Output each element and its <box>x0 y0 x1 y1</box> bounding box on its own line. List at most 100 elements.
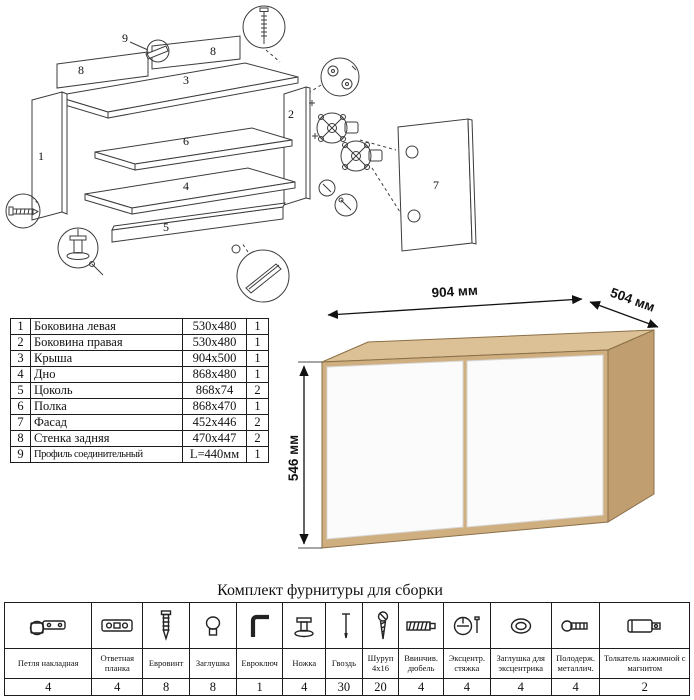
part-number: 8 <box>10 430 31 447</box>
label-part-8b: 8 <box>210 44 216 58</box>
cabinet-door-right <box>466 354 604 528</box>
part-qty: 1 <box>246 446 269 463</box>
hex-key-icon <box>250 614 269 637</box>
callout-hinge-1 <box>316 112 359 144</box>
hardware-name: Петля накладная <box>3 648 93 679</box>
panel-back-left <box>56 51 149 89</box>
cabinet-right-face <box>607 329 655 523</box>
push-latch-icon <box>627 618 661 633</box>
part-name: Стенка задняя <box>30 430 183 447</box>
part-number: 4 <box>10 366 31 383</box>
panel-door <box>397 118 477 252</box>
part-number: 2 <box>10 334 31 351</box>
label-part-2: 2 <box>288 107 294 121</box>
hardware-qty-row: 4 4 8 8 1 4 30 20 4 4 4 4 2 <box>3 678 690 696</box>
label-part-6: 6 <box>183 134 189 148</box>
part-name: Полка <box>30 398 183 415</box>
hardware-name: Гвоздь <box>325 648 363 679</box>
part-number: 3 <box>10 350 31 367</box>
panel-back-right <box>151 35 241 70</box>
callout-confirmat-left <box>5 193 41 229</box>
threaded-dowel-icon <box>406 620 436 631</box>
callout-screw-small-1 <box>318 179 336 197</box>
part-size: 530x480 <box>182 334 247 351</box>
callout-profile-detail <box>231 242 290 303</box>
dim-depth-label: 504 мм <box>608 285 657 315</box>
panel-right-side <box>283 86 311 206</box>
part-qty: 1 <box>246 350 269 367</box>
hardware-name: Ввинчив. дюбель <box>398 648 444 679</box>
callout-confirmat-top <box>242 5 286 63</box>
table-row: 6 Полка 868x470 1 <box>10 398 269 415</box>
hardware-name: Ответная планка <box>91 648 144 679</box>
screw-cap-icon <box>205 615 221 636</box>
hardware-icon-row <box>3 602 690 649</box>
screw-icon <box>377 610 388 639</box>
callout-screw-small-2 <box>334 193 358 217</box>
hardware-qty: 4 <box>3 678 93 696</box>
hardware-qty: 4 <box>91 678 144 696</box>
table-row: 2 Боковина правая 530x480 1 <box>10 334 269 351</box>
part-name: Фасад <box>30 414 183 431</box>
hardware-name: Евровинт <box>142 648 190 679</box>
callout-cam-detail <box>309 57 360 97</box>
cam-lock-icon <box>453 615 480 635</box>
table-row: 7 Фасад 452x446 2 <box>10 414 269 431</box>
table-row: 3 Крыша 904x500 1 <box>10 350 269 367</box>
panel-screw-marks <box>309 100 318 139</box>
hardware-qty: 8 <box>188 678 237 696</box>
part-size: 868x470 <box>182 398 247 415</box>
callout-hinge-2 <box>340 139 401 213</box>
part-name: Боковина правая <box>30 334 183 351</box>
hardware-name: Ножка <box>282 648 327 679</box>
hardware-name-row: Петля накладная Ответная планка Евровинт… <box>3 648 690 679</box>
cabinet-door-left <box>326 360 464 540</box>
part-name: Крыша <box>30 350 183 367</box>
hardware-qty: 4 <box>398 678 444 696</box>
hardware-name: Толкатель нажимной с магнитом <box>599 648 690 679</box>
part-qty: 2 <box>246 414 269 431</box>
foot-icon <box>294 616 314 637</box>
table-row: 8 Стенка задняя 470x447 2 <box>10 430 269 447</box>
hardware-qty: 8 <box>142 678 190 696</box>
label-part-1: 1 <box>38 149 44 163</box>
panel-plinth <box>111 202 286 243</box>
part-qty: 1 <box>246 334 269 351</box>
part-qty: 2 <box>246 382 269 399</box>
hardware-name: Шуруп 4x16 <box>361 648 400 679</box>
label-part-8a: 8 <box>78 63 84 77</box>
hardware-name: Евроключ <box>235 648 284 679</box>
dim-width-label: 904 мм <box>431 283 478 301</box>
table-row: 5 Цоколь 868x74 2 <box>10 382 269 399</box>
hardware-name: Заглушка для эксцентрика <box>489 648 552 679</box>
nail-icon <box>342 612 351 638</box>
label-part-7: 7 <box>433 178 439 192</box>
table-row: 4 Дно 868x480 1 <box>10 366 269 383</box>
hardware-qty: 1 <box>235 678 284 696</box>
exploded-view-diagram: 1 2 3 4 5 6 7 8 8 9 <box>5 5 477 303</box>
part-name: Дно <box>30 366 183 383</box>
hardware-qty: 4 <box>442 678 491 696</box>
label-part-3: 3 <box>183 73 189 87</box>
dim-height-label: 546 мм <box>288 435 301 481</box>
part-name: Цоколь <box>30 382 183 399</box>
hardware-qty: 20 <box>361 678 400 696</box>
hardware-name: Полодерж. металлич. <box>550 648 601 679</box>
hinge-icon <box>29 619 66 635</box>
cabinet-render: 904 мм 504 мм 546 мм <box>288 283 659 549</box>
callout-foot-detail <box>57 227 99 269</box>
part-size: 904x500 <box>182 350 247 367</box>
hardware-table: Петля накладная Ответная планка Евровинт… <box>3 602 690 696</box>
part-qty: 1 <box>246 398 269 415</box>
part-qty: 2 <box>246 430 269 447</box>
dim-width-line <box>327 294 583 320</box>
strike-plate-icon <box>101 618 133 632</box>
hardware-qty: 30 <box>325 678 363 696</box>
part-number: 5 <box>10 382 31 399</box>
hardware-kit-title: Комплект фурнитуры для сборки <box>217 582 443 599</box>
confirmat-screw-icon <box>160 609 172 641</box>
hardware-name: Заглушка <box>188 648 237 679</box>
hardware-qty: 4 <box>550 678 601 696</box>
label-part-5: 5 <box>163 220 169 234</box>
part-qty: 1 <box>246 366 269 383</box>
